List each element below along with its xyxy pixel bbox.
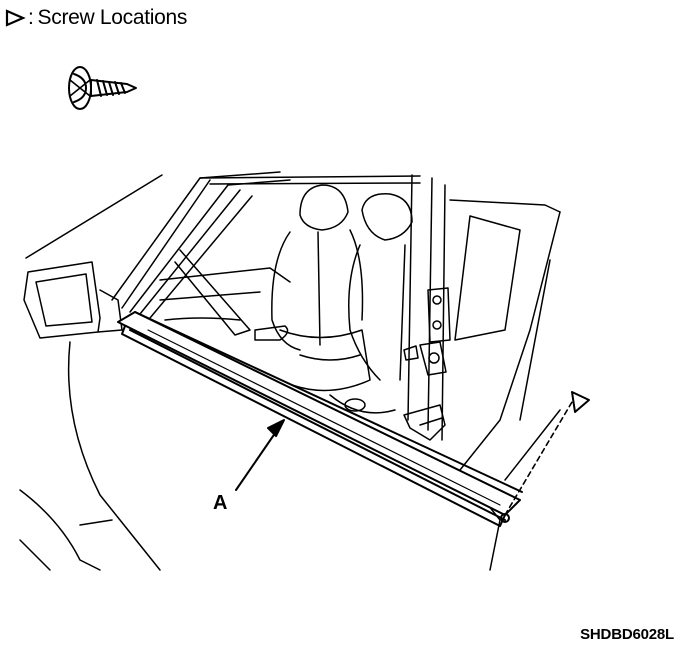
car-body-lineart — [19, 171, 561, 571]
legend-separator: : — [28, 6, 34, 29]
screw-location-marker — [504, 391, 590, 516]
callout-a-arrow — [235, 419, 285, 491]
callout-a-label: A — [213, 492, 228, 514]
screw-icon — [68, 66, 137, 110]
figure-code: SHDBD6028L — [580, 626, 674, 643]
legend-text: Screw Locations — [37, 6, 188, 29]
screw-location-triangle-icon — [5, 9, 26, 27]
door-sill-molding — [117, 311, 523, 527]
legend: : Screw Locations — [4, 6, 187, 30]
